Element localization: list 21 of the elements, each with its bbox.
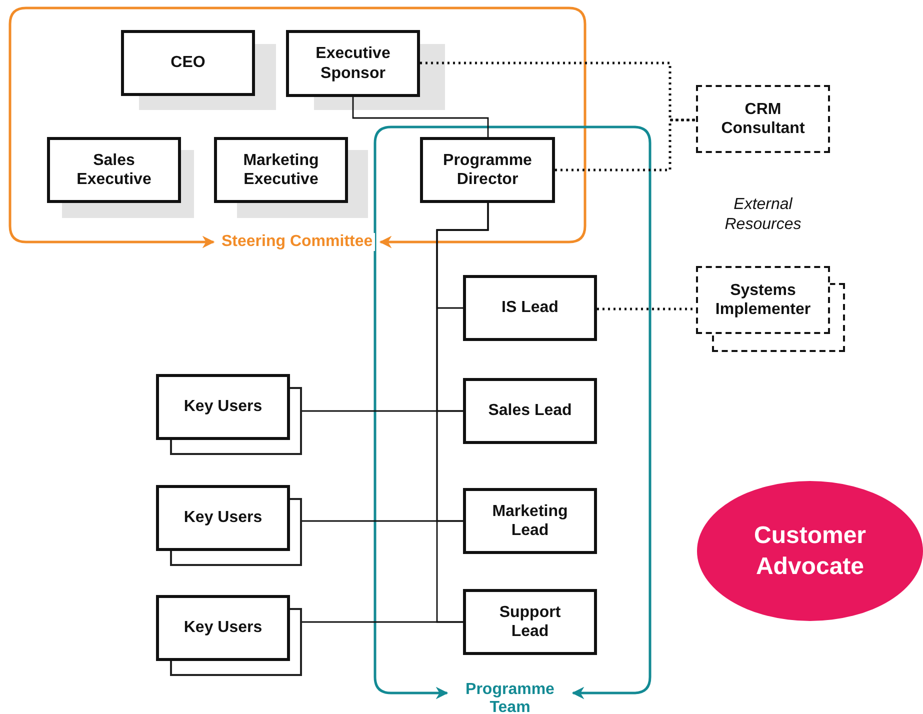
role-box: Sales Executive bbox=[47, 137, 181, 203]
role-box: Programme Director bbox=[420, 137, 555, 203]
connector-line bbox=[302, 410, 463, 412]
role-box: Support Lead bbox=[463, 589, 597, 655]
connector-line bbox=[302, 621, 463, 623]
connector-line bbox=[420, 62, 696, 122]
role-box: Marketing Executive bbox=[214, 137, 348, 203]
role-ellipse: Customer Advocate bbox=[697, 481, 923, 621]
role-box: CEO bbox=[121, 30, 255, 96]
connector-line bbox=[352, 97, 489, 137]
group-label: Steering Committee bbox=[220, 233, 375, 252]
connector-line bbox=[555, 118, 696, 172]
connector-line bbox=[436, 203, 489, 623]
role-box: IS Lead bbox=[463, 275, 597, 341]
role-box: Executive Sponsor bbox=[286, 30, 420, 97]
role-box: Sales Lead bbox=[463, 378, 597, 444]
connector-line bbox=[302, 520, 463, 522]
role-box: Marketing Lead bbox=[463, 488, 597, 554]
note-text: External Resources bbox=[724, 195, 802, 235]
external-role-box: CRM Consultant bbox=[696, 85, 830, 153]
group-frame bbox=[371, 123, 654, 714]
